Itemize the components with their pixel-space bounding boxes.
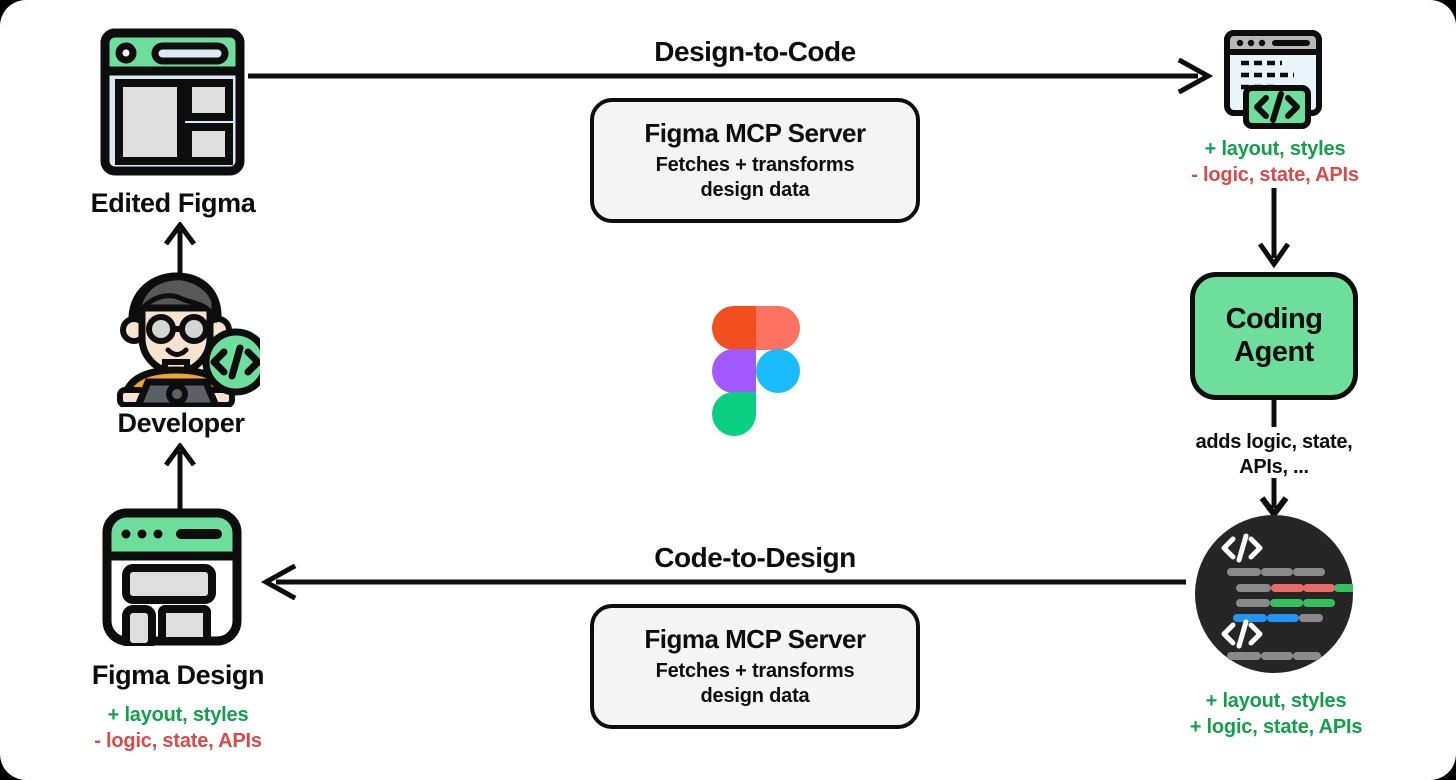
- bottom-arrow-label: Code-to-Design: [654, 542, 856, 573]
- code-window-notes: + layout, styles - logic, state, APIs: [1150, 136, 1400, 188]
- figma-design-label: Figma Design: [91, 660, 265, 690]
- mcp-bottom-sub-line1: Fetches + transforms: [655, 660, 855, 683]
- browser-window-wireframe-icon: [102, 508, 242, 646]
- coding-agent-box[interactable]: Coding Agent: [1190, 272, 1358, 400]
- mcp-top-sub-line2: design data: [700, 179, 810, 201]
- coding-agent-label: Coding Agent: [1226, 303, 1323, 370]
- developer-node: [108, 272, 260, 407]
- coding-agent-line1: Coding: [1225, 302, 1323, 335]
- code-window-to-agent-arrow: [1257, 188, 1291, 268]
- figma-design-node: [102, 508, 242, 646]
- mcp-top-sub-line1: Fetches + transforms: [655, 154, 855, 177]
- figma-design-to-developer-arrow: [163, 443, 197, 511]
- top-arrow-label: Design-to-Code: [654, 36, 856, 67]
- figma-mcp-server-bottom-box[interactable]: Figma MCP Server Fetches + transforms de…: [590, 604, 920, 729]
- coding-agent-caption-line1: adds logic, state,: [1195, 431, 1353, 453]
- figma-design-note-1: - logic, state, APIs: [94, 730, 262, 752]
- code-window-note-1: - logic, state, APIs: [1191, 164, 1359, 186]
- figma-mcp-server-top-box[interactable]: Figma MCP Server Fetches + transforms de…: [590, 98, 920, 223]
- code-window-node: [1222, 28, 1324, 132]
- code-circle-note-0: + layout, styles: [1205, 690, 1347, 712]
- mcp-bottom-subtitle: Fetches + transforms design data: [656, 659, 855, 709]
- edited-figma-node: [100, 28, 245, 176]
- figma-logo-icon: [712, 306, 800, 436]
- code-circle-node: [1195, 515, 1353, 673]
- browser-window-wireframe-icon: [100, 28, 245, 176]
- agent-stem-line: [1271, 399, 1277, 427]
- coding-agent-caption-line2: APIs, ...: [1239, 456, 1309, 478]
- code-window-note-0: + layout, styles: [1204, 138, 1346, 160]
- figma-design-note-0: + layout, styles: [107, 704, 249, 726]
- mcp-top-subtitle: Fetches + transforms design data: [656, 153, 855, 203]
- code-circle-notes: + layout, styles + logic, state, APIs: [1148, 688, 1404, 740]
- code-circle-note-1: + logic, state, APIs: [1189, 716, 1363, 738]
- edited-figma-label: Edited Figma: [90, 188, 256, 218]
- coding-agent-line2: Agent: [1234, 336, 1314, 368]
- mcp-bottom-title: Figma MCP Server: [644, 624, 866, 655]
- code-snippet-circle-icon: [1195, 515, 1353, 673]
- mcp-bottom-sub-line2: design data: [700, 685, 810, 707]
- figma-design-notes: + layout, styles - logic, state, APIs: [28, 702, 328, 754]
- figma-logo-node: [712, 306, 800, 436]
- developer-label: Developer: [117, 408, 245, 438]
- code-to-design-arrow: [260, 564, 1186, 600]
- agent-to-code-circle-arrow: [1259, 478, 1289, 518]
- coding-agent-caption: adds logic, state, APIs, ...: [1152, 430, 1396, 480]
- design-to-code-arrow: [248, 58, 1214, 94]
- code-browser-window-icon: [1224, 30, 1322, 129]
- developer-person-icon: [117, 272, 260, 407]
- mcp-top-title: Figma MCP Server: [644, 118, 866, 149]
